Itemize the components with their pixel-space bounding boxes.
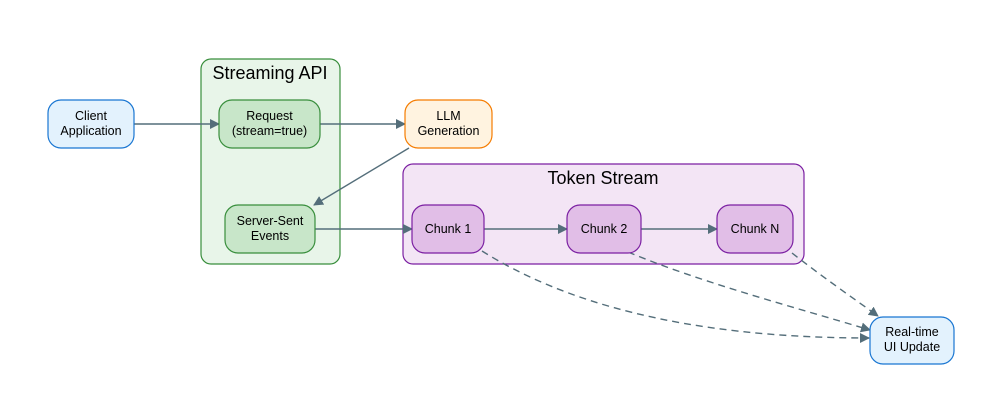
sse-label-line2: Events (251, 229, 289, 243)
node-chunk-n[interactable]: Chunk N (716, 204, 794, 254)
ui-label-line2: UI Update (884, 340, 940, 354)
node-server-sent-events[interactable]: Server-Sent Events (224, 204, 316, 254)
chunk2-label: Chunk 2 (581, 222, 628, 236)
node-chunk-1[interactable]: Chunk 1 (411, 204, 485, 254)
node-chunk-2[interactable]: Chunk 2 (566, 204, 642, 254)
edge-chunk2-ui (627, 251, 871, 333)
llm-label-line1: LLM (436, 109, 460, 123)
node-realtime-ui-update[interactable]: Real-time UI Update (869, 316, 955, 365)
edge-chunk1-ui (481, 250, 870, 343)
node-request[interactable]: Request (stream=true) (218, 99, 321, 149)
chunkn-label: Chunk N (731, 222, 780, 236)
node-llm-generation[interactable]: LLM Generation (404, 99, 493, 149)
request-label-line1: Request (246, 109, 293, 123)
edge-chunkn-ui (791, 252, 879, 317)
ui-label-line1: Real-time (885, 325, 939, 339)
edges (134, 119, 879, 343)
token-stream-title: Token Stream (547, 168, 658, 188)
streaming-api-title: Streaming API (212, 63, 327, 83)
sse-label-line1: Server-Sent (237, 214, 304, 228)
node-client-application[interactable]: Client Application (47, 99, 135, 149)
edge-llm-sse (313, 147, 410, 206)
client-label-line2: Application (60, 124, 121, 138)
client-label-line1: Client (75, 109, 107, 123)
request-label-line2: (stream=true) (232, 124, 307, 138)
llm-label-line2: Generation (418, 124, 480, 138)
chunk1-label: Chunk 1 (425, 222, 472, 236)
